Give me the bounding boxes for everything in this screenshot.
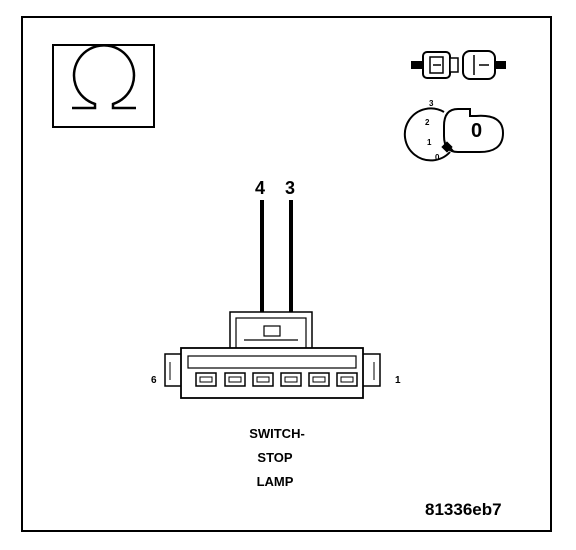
ignition-key-off-icon (403, 107, 505, 162)
component-name-line-1: SWITCH- (249, 426, 305, 441)
end-pin-label-1: 1 (395, 375, 401, 386)
ignition-position-1: 1 (427, 138, 432, 147)
terminal-cavity (195, 372, 217, 387)
disconnected-connector-icon (411, 50, 506, 80)
terminal-cavity (252, 372, 274, 387)
component-name-line-2: STOP (257, 450, 293, 465)
component-name-line-3: LAMP (256, 474, 294, 489)
connector-terminal-cavities (195, 372, 358, 387)
ohmmeter-symbol-icon (52, 44, 155, 128)
pin-label-3: 3 (285, 178, 296, 198)
ignition-position-3: 3 (429, 99, 434, 108)
figure-code: 81336eb7 (425, 500, 502, 519)
end-pin-label-6: 6 (151, 375, 157, 386)
ignition-position-2: 2 (425, 118, 430, 127)
terminal-cavity (308, 372, 330, 387)
terminal-cavity (280, 372, 302, 387)
terminal-cavity (224, 372, 246, 387)
ignition-position-0: 0 (435, 153, 440, 162)
key-label: 0 (471, 120, 483, 142)
pin-label-4: 4 (255, 178, 266, 198)
terminal-cavity (336, 372, 358, 387)
diagram-frame (21, 16, 552, 532)
